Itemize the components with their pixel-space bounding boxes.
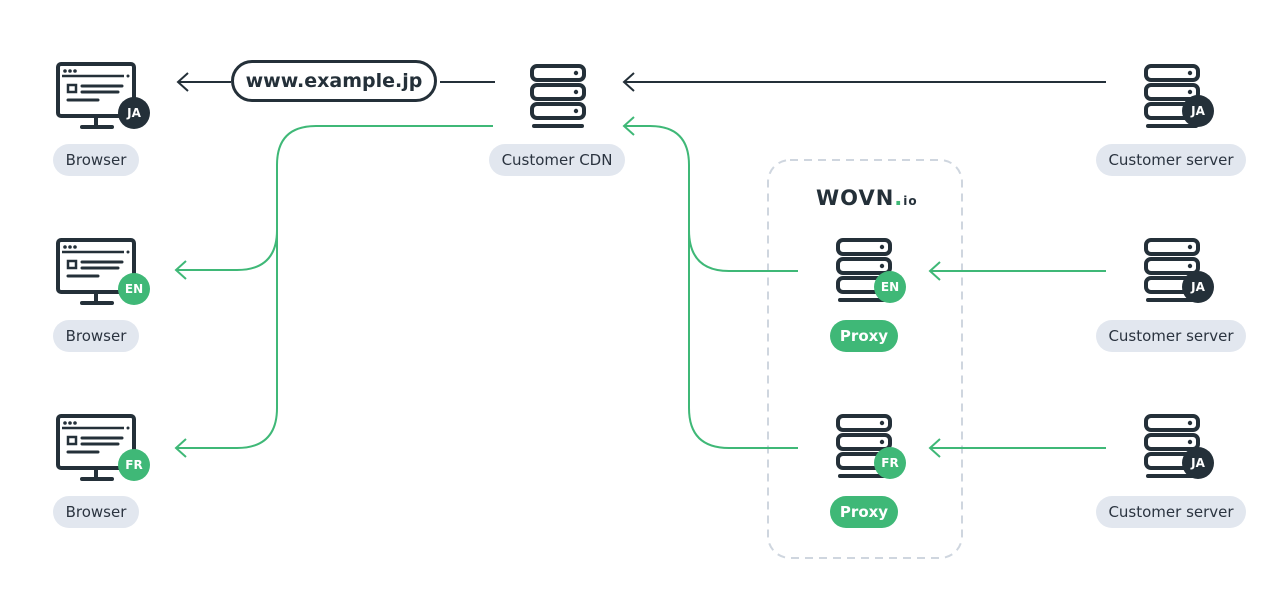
browser-monitor-icon xyxy=(56,238,136,305)
browser-en-lang-badge: EN xyxy=(118,273,150,305)
cdn-label: Customer CDN xyxy=(489,144,625,176)
browser-fr-label: Browser xyxy=(53,496,139,528)
cdn-to-browser-en-arrow xyxy=(174,125,493,280)
cdn-to-browser-fr-arrow xyxy=(174,230,278,458)
server-2-label: Customer server xyxy=(1096,320,1246,352)
proxy-en-label: Proxy xyxy=(830,320,898,352)
browser-monitor-icon xyxy=(56,62,136,129)
cdn-arrowhead xyxy=(622,116,635,136)
server-3-label: Customer server xyxy=(1096,496,1246,528)
browser-monitor-icon xyxy=(56,414,136,481)
url-to-browser-ja-arrow xyxy=(176,72,231,92)
server-2-lang-badge: JA xyxy=(1182,271,1214,303)
proxy-fr-lang-badge: FR xyxy=(874,447,906,479)
url-label: www.example.jp xyxy=(231,60,437,102)
logo-suffix: io xyxy=(903,194,918,208)
server-3-lang-badge: JA xyxy=(1182,447,1214,479)
proxy-fr-label: Proxy xyxy=(830,496,898,528)
browser-en-label: Browser xyxy=(53,320,139,352)
browser-ja-label: Browser xyxy=(53,144,139,176)
wovn-boundary xyxy=(767,159,963,559)
browser-fr-lang-badge: FR xyxy=(118,449,150,481)
proxy-en-to-cdn-line xyxy=(688,229,798,272)
server-1-lang-badge: JA xyxy=(1182,95,1214,127)
server-to-proxy-fr-arrow xyxy=(928,438,1106,458)
wovn-logo: WOVN.io xyxy=(816,186,918,210)
server-to-proxy-en-arrow xyxy=(928,261,1106,281)
proxy-en-lang-badge: EN xyxy=(874,271,906,303)
browser-ja-lang-badge: JA xyxy=(118,97,150,129)
proxy-fr-to-cdn-line xyxy=(624,125,798,449)
logo-dot: . xyxy=(894,186,904,210)
cdn-server-icon xyxy=(530,64,586,128)
server-to-cdn-arrow xyxy=(622,72,1106,92)
logo-main: WOVN xyxy=(816,186,895,210)
server-1-label: Customer server xyxy=(1096,144,1246,176)
